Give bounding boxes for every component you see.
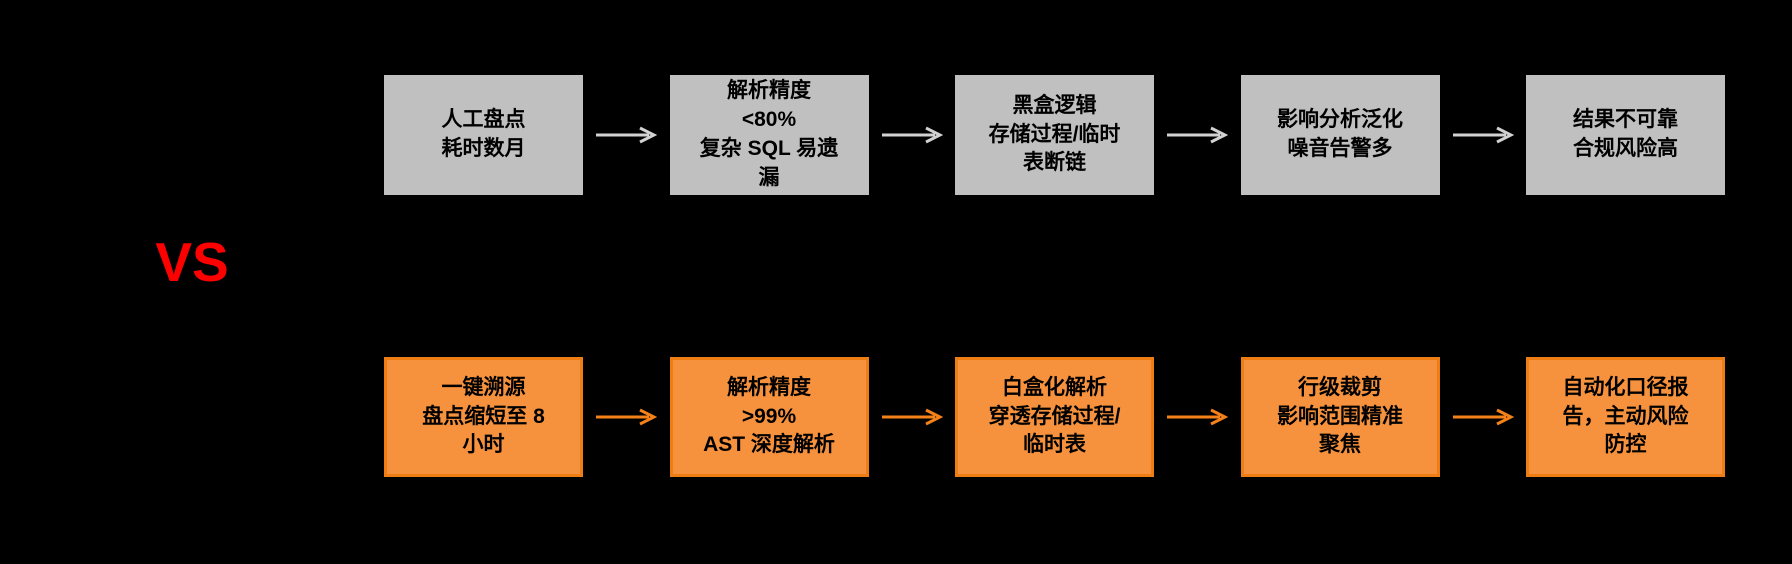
modern-step-text: 白盒化解析 穿透存储过程/临时表 [988, 375, 1121, 457]
modern-step-text: 解析精度 >99% AST 深度解析 [703, 375, 835, 457]
traditional-step-box: 黑盒逻辑 存储过程/临时表断链 [955, 75, 1154, 195]
vs-label: VS [155, 231, 229, 293]
traditional-step-text: 人工盘点 耗时数月 [441, 108, 526, 160]
modern-flow-row: 一键溯源 盘点缩短至 8 小时 解析精度 >99% AST 深度解析 白盒化解析… [384, 357, 1725, 477]
modern-step-text: 一键溯源 盘点缩短至 8 小时 [422, 375, 545, 457]
traditional-step-text: 结果不可靠 合规风险高 [1573, 108, 1678, 160]
arrow-right-icon [881, 408, 943, 426]
traditional-step-text: 解析精度 <80% 复杂 SQL 易遗漏 [699, 79, 839, 189]
traditional-step-text: 影响分析泛化 噪音告警多 [1277, 108, 1403, 160]
arrow-right-icon [595, 126, 658, 144]
modern-step-box: 自动化口径报告，主动风险防控 [1526, 357, 1725, 477]
arrow-right-icon [1452, 126, 1514, 144]
arrow-right-icon [881, 126, 943, 144]
arrow-right-icon [1452, 408, 1514, 426]
modern-step-box: 行级裁剪 影响范围精准聚焦 [1240, 357, 1440, 477]
traditional-step-box: 结果不可靠 合规风险高 [1526, 75, 1725, 195]
modern-step-box: 白盒化解析 穿透存储过程/临时表 [955, 357, 1154, 477]
arrow-right-icon [595, 408, 658, 426]
traditional-step-box: 影响分析泛化 噪音告警多 [1240, 75, 1440, 195]
modern-step-text: 行级裁剪 影响范围精准聚焦 [1277, 375, 1403, 457]
arrow-right-icon [1166, 408, 1229, 426]
traditional-step-text: 黑盒逻辑 存储过程/临时表断链 [988, 93, 1121, 175]
modern-step-box: 一键溯源 盘点缩短至 8 小时 [384, 357, 583, 477]
modern-step-box: 解析精度 >99% AST 深度解析 [669, 357, 869, 477]
traditional-step-box: 人工盘点 耗时数月 [384, 75, 583, 195]
traditional-step-box: 解析精度 <80% 复杂 SQL 易遗漏 [669, 75, 869, 195]
arrow-right-icon [1166, 126, 1229, 144]
traditional-flow-row: 人工盘点 耗时数月 解析精度 <80% 复杂 SQL 易遗漏 黑盒逻辑 存储过程… [384, 75, 1725, 195]
modern-step-text: 自动化口径报告，主动风险防控 [1562, 375, 1689, 457]
